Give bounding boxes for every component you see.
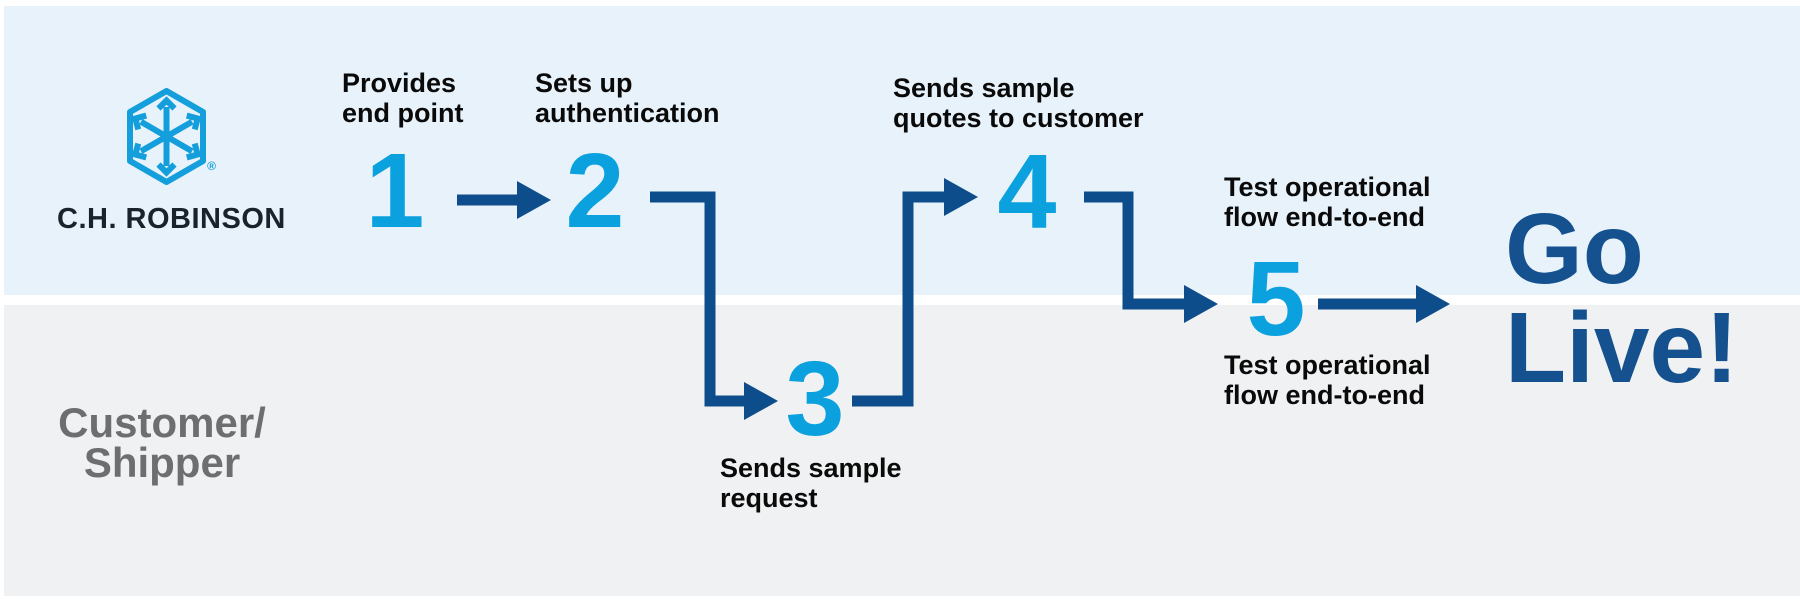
- step-3-label-line2: request: [720, 483, 818, 513]
- logo-arrow-diagonal-2: [131, 112, 202, 161]
- step-4-label-line1: Sends sample: [893, 73, 1075, 103]
- step-3-number: 3: [785, 340, 845, 458]
- customer-label-line2: Shipper: [83, 439, 241, 486]
- customer-label-line1: Customer/: [58, 399, 266, 446]
- step-5-label-top-line2: flow end-to-end: [1224, 202, 1425, 232]
- step-5-number: 5: [1246, 240, 1306, 358]
- go-live-label: Go Live!: [1505, 193, 1739, 404]
- step-5-label-top-line1: Test operational: [1224, 172, 1431, 202]
- step-2-label: Sets up authentication: [535, 68, 720, 128]
- chr-logo: ®: [125, 88, 216, 185]
- step-5-label-bottom: Test operational flow end-to-end: [1224, 350, 1431, 410]
- brand-name: C.H. ROBINSON: [57, 203, 286, 235]
- step-3-label-line1: Sends sample: [720, 453, 902, 483]
- step-5-label-bottom-line1: Test operational: [1224, 350, 1431, 380]
- go-live-line2: Live!: [1505, 292, 1739, 404]
- step-4-number: 4: [997, 133, 1057, 251]
- step-1-label-line2: end point: [342, 98, 464, 128]
- go-live-line1: Go: [1505, 193, 1644, 305]
- step-1-number: 1: [365, 132, 425, 250]
- step-4-label-line2: quotes to customer: [893, 103, 1144, 133]
- step-2-label-line2: authentication: [535, 98, 720, 128]
- chr-logo-hexagon-arrows-icon: [127, 88, 206, 185]
- step-1-label-line1: Provides: [342, 68, 457, 98]
- step-2-number: 2: [565, 132, 625, 250]
- step-1-label: Provides end point: [342, 68, 463, 128]
- step-5-label-bottom-line2: flow end-to-end: [1224, 380, 1425, 410]
- step-4-label: Sends sample quotes to customer: [893, 73, 1144, 133]
- step-3-label: Sends sample request: [720, 453, 902, 513]
- registered-trademark-icon: ®: [207, 159, 216, 173]
- step-5-label-top: Test operational flow end-to-end: [1224, 172, 1431, 232]
- customer-shipper-label: Customer/ Shipper: [24, 399, 300, 486]
- step-2-label-line1: Sets up: [535, 68, 633, 98]
